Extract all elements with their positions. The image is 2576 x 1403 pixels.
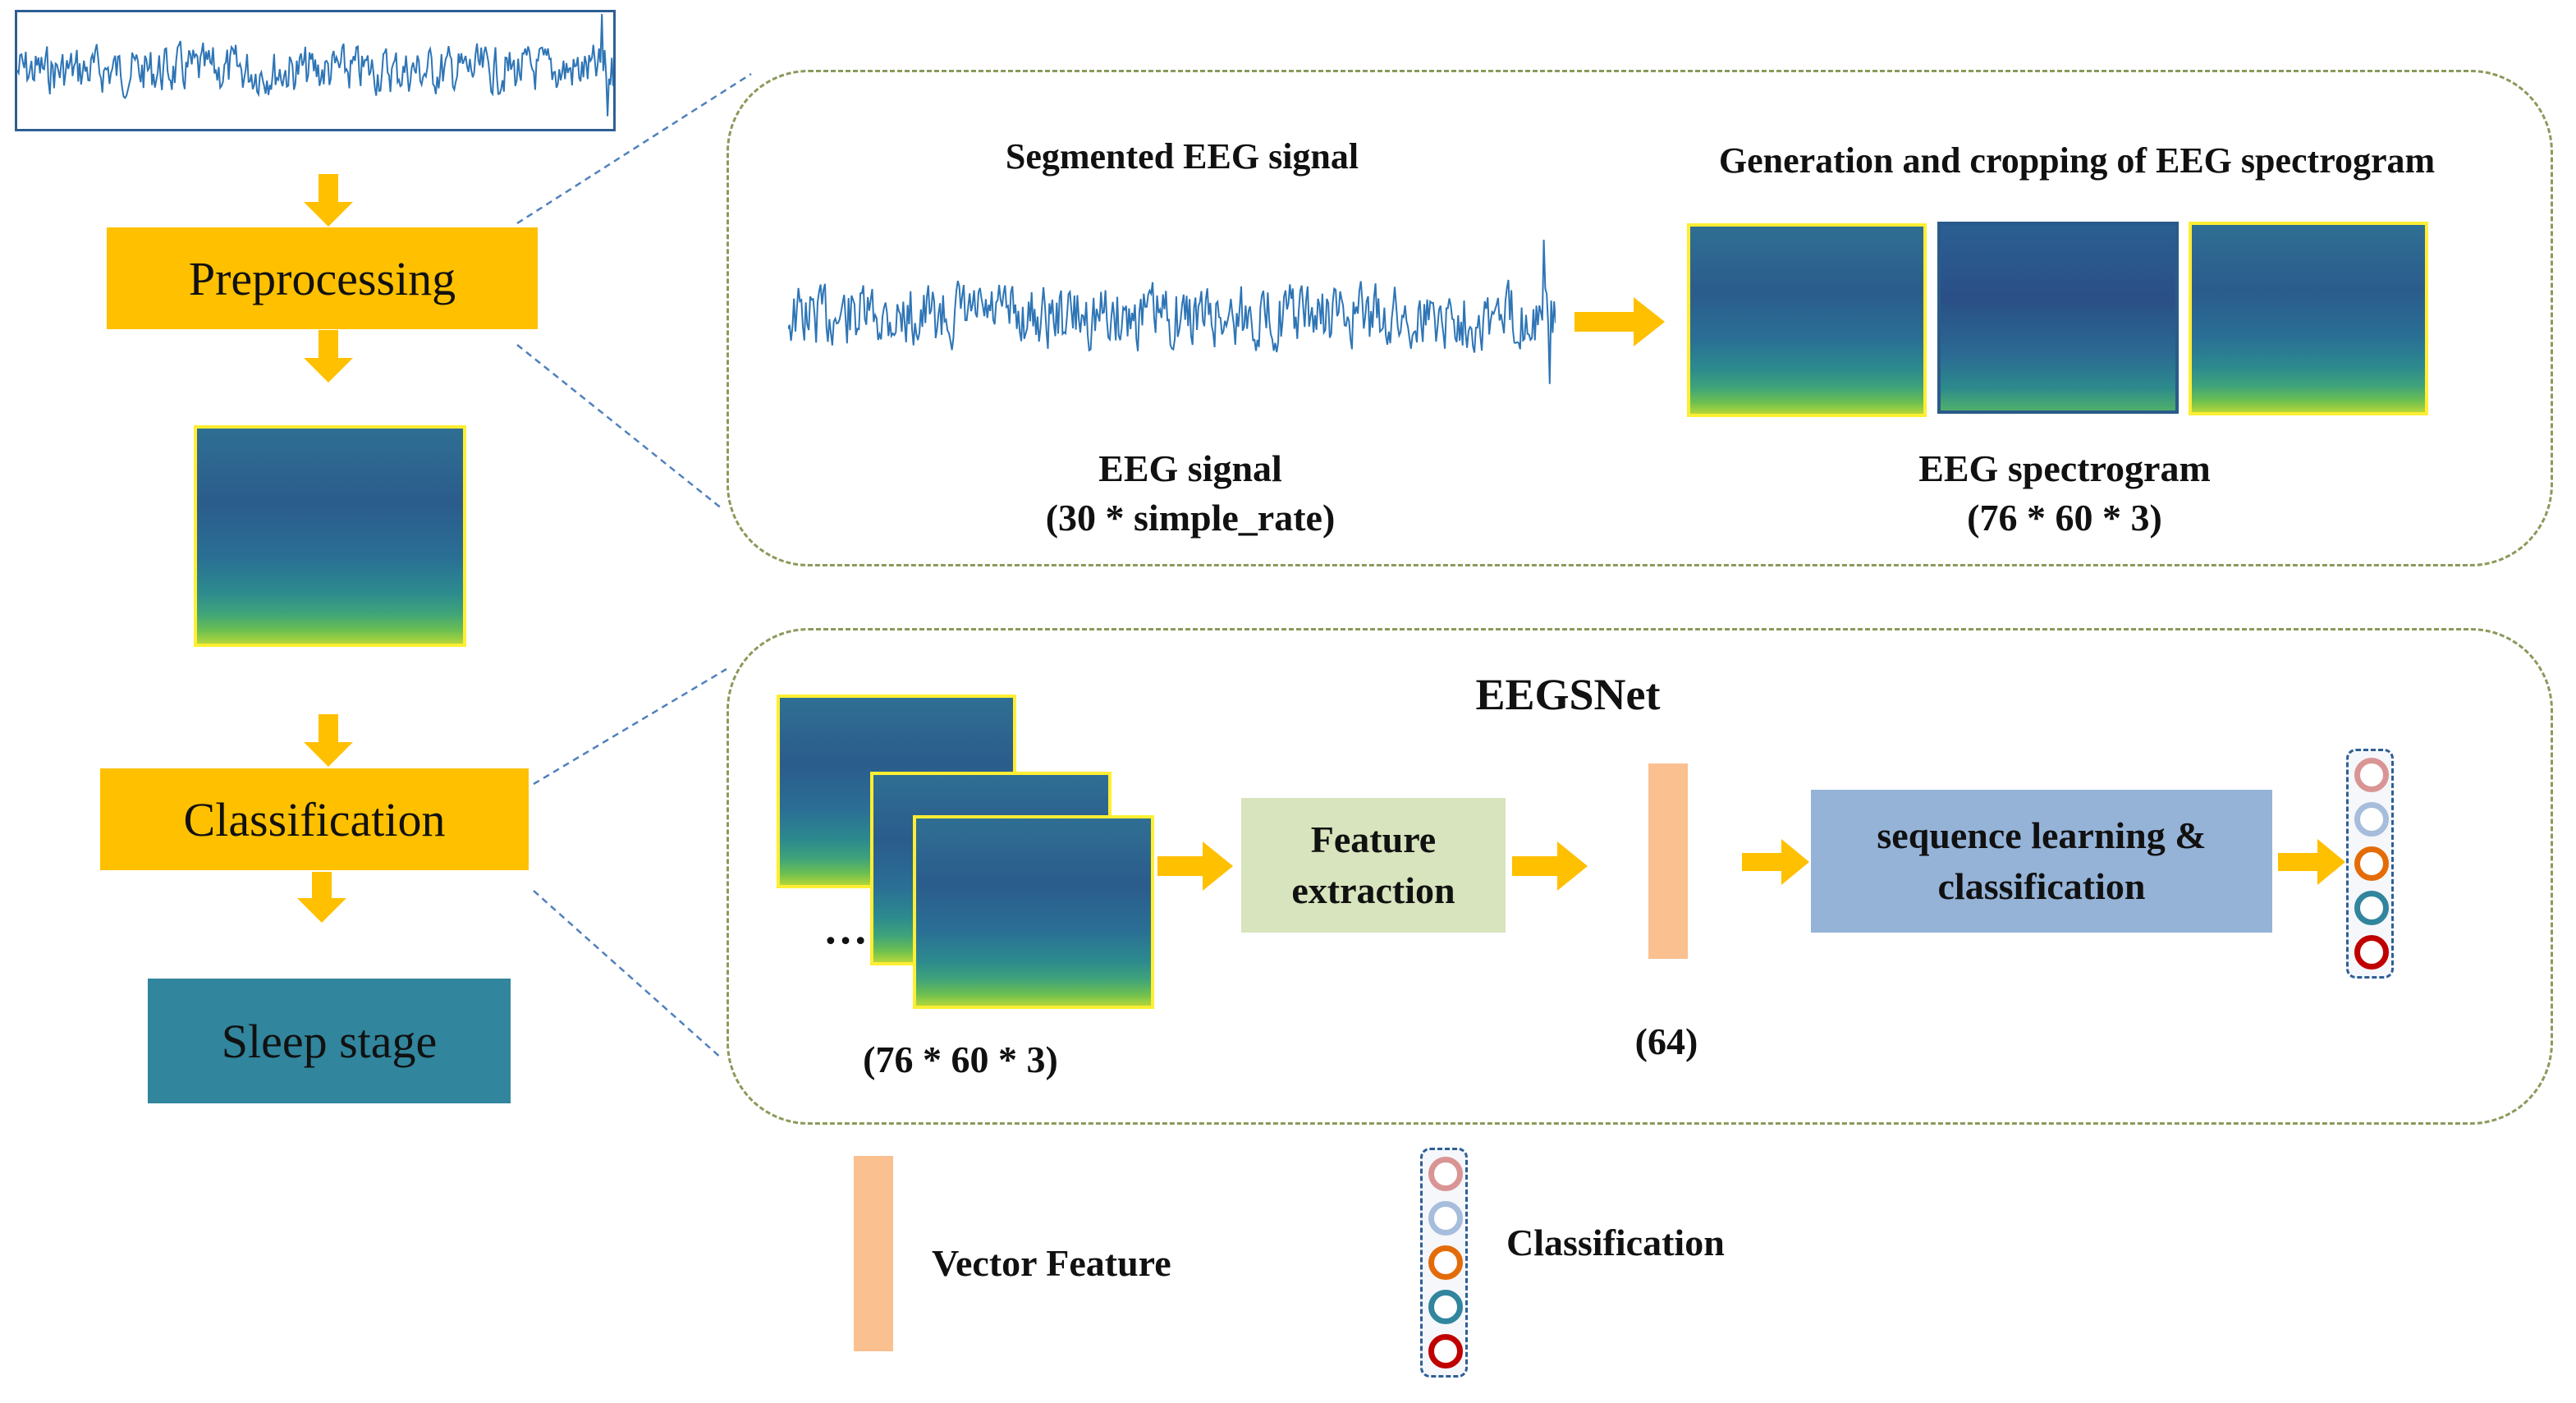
eegsnet-title: EEGSNet bbox=[1475, 670, 1661, 719]
waveform-line bbox=[17, 13, 613, 117]
raw-eeg-waveform bbox=[17, 13, 613, 117]
segmented-eeg-waveform bbox=[788, 239, 1556, 384]
input-spectrogram-3 bbox=[913, 815, 1154, 1009]
sleep-stage-box: Sleep stage bbox=[148, 979, 511, 1103]
spectrogram-3 bbox=[2189, 222, 2428, 415]
left-spectrogram bbox=[194, 425, 466, 647]
arrow-to-output bbox=[2278, 839, 2345, 885]
class-ring-5 bbox=[2354, 935, 2389, 970]
classification-box: Classification bbox=[100, 768, 529, 870]
eegsnet-panel bbox=[727, 628, 2553, 1125]
feature-extraction-label: Feature extraction bbox=[1291, 818, 1455, 911]
class-ring-4 bbox=[2354, 891, 2389, 925]
spectrogram-title: Generation and cropping of EEG spectrogr… bbox=[1718, 140, 2436, 181]
raw-eeg-signal bbox=[15, 10, 616, 131]
legend-ring-1 bbox=[1428, 1157, 1463, 1191]
waveform-line bbox=[788, 239, 1556, 384]
eeg-signal-label: EEG signal bbox=[1098, 447, 1282, 489]
preprocessing-panel bbox=[727, 70, 2553, 566]
legend-classification-swatch bbox=[1420, 1148, 1468, 1378]
output-classes bbox=[2346, 749, 2394, 979]
eeg-signal-dims: (30 * simple_rate) bbox=[1045, 497, 1336, 539]
vector-dims: (64) bbox=[1634, 1020, 1698, 1062]
arrow-to-sequence bbox=[1742, 839, 1809, 885]
legend-ring-4 bbox=[1428, 1290, 1463, 1324]
vector-feature-bar bbox=[1648, 763, 1688, 959]
top-panel-arrow bbox=[1574, 297, 1665, 346]
spectrogram-2 bbox=[1937, 222, 2179, 414]
input-dims: (76 * 60 * 3) bbox=[863, 1038, 1058, 1080]
arrow-to-vector bbox=[1512, 841, 1588, 891]
feature-extraction-box: Feature extraction bbox=[1241, 798, 1506, 933]
arrow-to-feature bbox=[1157, 841, 1233, 891]
segmented-title: Segmented EEG signal bbox=[1005, 136, 1359, 177]
eeg-spectrogram-label: EEG spectrogram bbox=[1918, 447, 2211, 489]
preprocessing-box: Preprocessing bbox=[107, 227, 538, 329]
ellipsis: … bbox=[823, 904, 868, 953]
class-ring-3 bbox=[2354, 846, 2389, 881]
legend-ring-5 bbox=[1428, 1334, 1463, 1369]
legend-vector-swatch bbox=[854, 1156, 893, 1351]
preprocessing-label: Preprocessing bbox=[188, 251, 456, 305]
spectrogram-1 bbox=[1687, 223, 1927, 417]
legend-vector-label: Vector Feature bbox=[932, 1242, 1171, 1284]
sleep-stage-label: Sleep stage bbox=[221, 1014, 438, 1068]
sequence-learning-label: sequence learning & classification bbox=[1877, 814, 2207, 907]
eeg-spectrogram-dims: (76 * 60 * 3) bbox=[1967, 497, 2162, 539]
sequence-learning-box: sequence learning & classification bbox=[1811, 790, 2272, 933]
legend-classification-label: Classification bbox=[1506, 1222, 1725, 1263]
class-ring-2 bbox=[2354, 802, 2389, 837]
legend-ring-3 bbox=[1428, 1245, 1463, 1280]
legend-ring-2 bbox=[1428, 1201, 1463, 1236]
classification-label: Classification bbox=[183, 792, 446, 846]
class-ring-1 bbox=[2354, 758, 2389, 792]
